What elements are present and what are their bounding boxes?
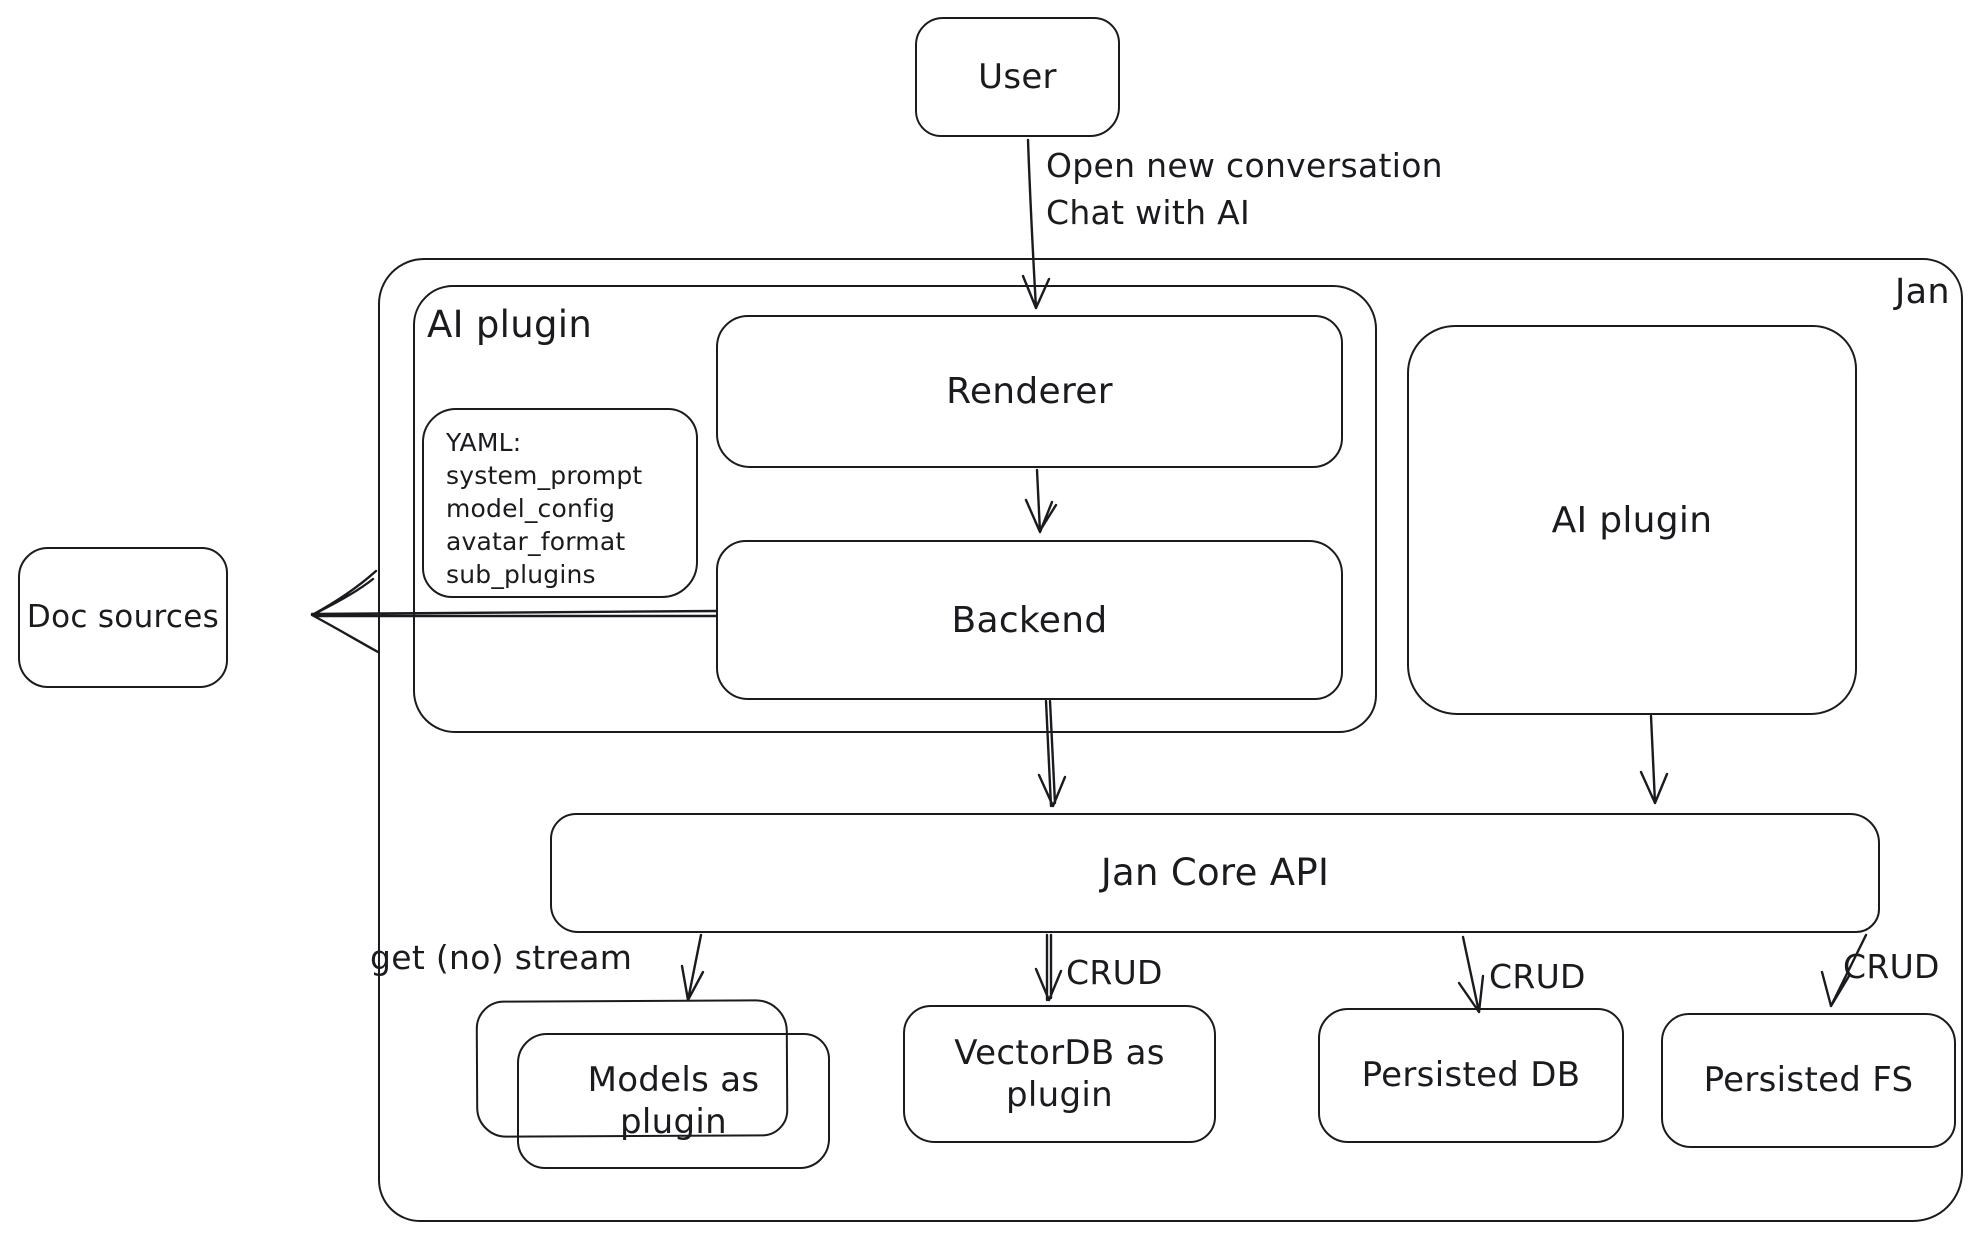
edge-label-crud-vectordb: CRUD [1066,953,1163,992]
node-ai-plugin-right-label: AI plugin [1551,499,1713,541]
node-doc-sources-label: Doc sources [26,599,220,636]
yaml-line: avatar_format [446,527,626,556]
yaml-line: YAML: [446,428,522,457]
container-jan [378,258,1963,1222]
edge-label-open-conversation-line2: Chat with AI [1046,193,1251,232]
yaml-note: YAML: system_prompt model_config avatar_… [422,408,698,598]
node-jan-core-api: Jan Core API [550,813,1880,933]
edge-label-crud-persisted-fs: CRUD [1843,947,1940,986]
edge-label-crud-persisted-db: CRUD [1489,957,1586,996]
node-persisted-fs-label: Persisted FS [1703,1060,1914,1101]
node-user-label: User [978,56,1057,97]
node-renderer: Renderer [716,315,1343,468]
node-models-as-plugin: Models as plugin [517,1033,830,1169]
node-jan-core-api-label: Jan Core API [1100,850,1330,894]
node-user: User [915,17,1120,137]
yaml-line: system_prompt [446,461,643,490]
node-persisted-db: Persisted DB [1318,1008,1624,1143]
node-persisted-db-label: Persisted DB [1361,1055,1581,1096]
node-renderer-label: Renderer [946,371,1113,412]
container-jan-label: Jan [1895,272,1950,312]
yaml-line: model_config [446,494,616,523]
node-backend-label: Backend [951,599,1108,641]
node-vectordb-as-plugin-label: VectorDB as plugin [954,1032,1165,1116]
node-backend: Backend [716,540,1343,700]
node-doc-sources: Doc sources [18,547,228,688]
node-models-as-plugin-label: Models as plugin [587,1059,760,1143]
edge-label-open-conversation-line1: Open new conversation [1046,146,1443,185]
container-ai-plugin-left-label: AI plugin [427,303,593,346]
container-ai-plugin-left [413,285,1377,733]
edge-label-get-no-stream: get (no) stream [370,938,633,977]
yaml-line: sub_plugins [446,560,596,589]
node-vectordb-as-plugin: VectorDB as plugin [903,1005,1216,1143]
node-persisted-fs: Persisted FS [1661,1013,1956,1148]
node-ai-plugin-right: AI plugin [1407,325,1857,715]
